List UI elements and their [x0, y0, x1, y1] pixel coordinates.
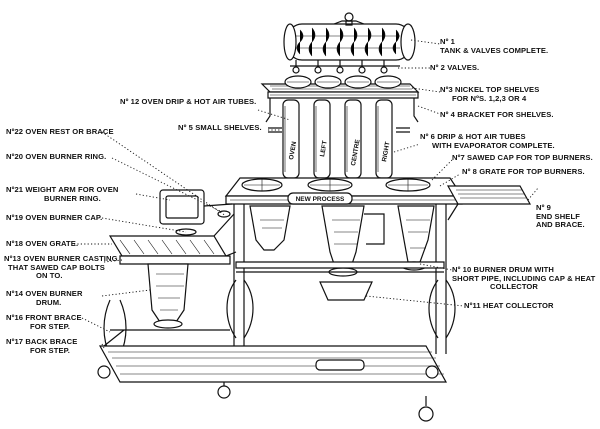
callout-oven-rest: Nº22 OVEN REST OR BRACE: [6, 127, 114, 136]
callout-nickel-shelves: Nº3 NICKEL TOP SHELVES FOR NºS. 1,2,3 OR…: [440, 85, 540, 103]
callout-sawed-cap: Nº7 SAWED CAP FOR TOP BURNERS.: [452, 153, 593, 162]
callout-front-brace: Nº16 FRONT BRACE FOR STEP.: [6, 313, 82, 331]
callout-oven-drip: Nº 12 OVEN DRIP & HOT AIR TUBES.: [120, 97, 257, 106]
callout-heat-collector: Nº11 HEAT COLLECTOR: [464, 301, 554, 310]
callout-small-shelves: Nº 5 SMALL SHELVES.: [178, 123, 262, 132]
heat-collector: [319, 281, 373, 301]
small-shelves: [268, 127, 410, 133]
callout-oven-burner-ring: Nº20 OVEN BURNER RING.: [6, 152, 107, 161]
callout-burner-drum: Nº 10 BURNER DRUM WITH SHORT PIPE, INCLU…: [452, 265, 596, 291]
callout-oven-burner-drum: Nº14 OVEN BURNER DRUM.: [6, 289, 83, 307]
tube-label-left: LEFT: [319, 140, 329, 157]
callout-oven-grate: Nº18 OVEN GRATE.: [6, 239, 79, 248]
tube-label-oven: OVEN: [288, 141, 298, 161]
hot-air-tubes: OVEN LEFT CENTRE RIGHT: [282, 99, 393, 179]
callout-back-brace: Nº17 BACK BRACE FOR STEP.: [6, 337, 78, 355]
frame: [97, 204, 456, 422]
shelf-burners: [284, 75, 402, 89]
end-shelf: [446, 185, 532, 221]
name-plate-text: NEW PROCESS: [296, 196, 345, 203]
leader-lines: [74, 39, 539, 349]
oven-assembly: [103, 189, 237, 347]
callout-bracket: Nº 4 BRACKET FOR SHELVES.: [440, 110, 554, 119]
tank: [283, 12, 416, 61]
callout-grate-top: Nº 8 GRATE FOR TOP BURNERS.: [462, 167, 585, 176]
tube-label-centre: CENTRE: [350, 138, 362, 166]
stove-top: NEW PROCESS: [224, 177, 464, 205]
callout-oven-burner-cap: Nº19 OVEN BURNER CAP.: [6, 213, 103, 222]
callout-end-shelf: Nº 9 END SHELF AND BRACE.: [536, 203, 585, 229]
callout-burner-casting: Nº13 OVEN BURNER CASTING THAT SAWED CAP …: [4, 254, 118, 280]
valves: [290, 60, 400, 74]
callout-tank: Nº 1 TANK & VALVES COMPLETE.: [440, 37, 549, 55]
callout-valves: Nº 2 VALVES.: [430, 63, 480, 72]
tube-label-right: RIGHT: [381, 141, 391, 162]
callout-weight-arm: Nº21 WEIGHT ARM FOR OVEN BURNER RING.: [6, 185, 119, 203]
callout-drip-tubes: Nº 6 DRIP & HOT AIR TUBES WITH EVAPORATO…: [420, 132, 555, 150]
